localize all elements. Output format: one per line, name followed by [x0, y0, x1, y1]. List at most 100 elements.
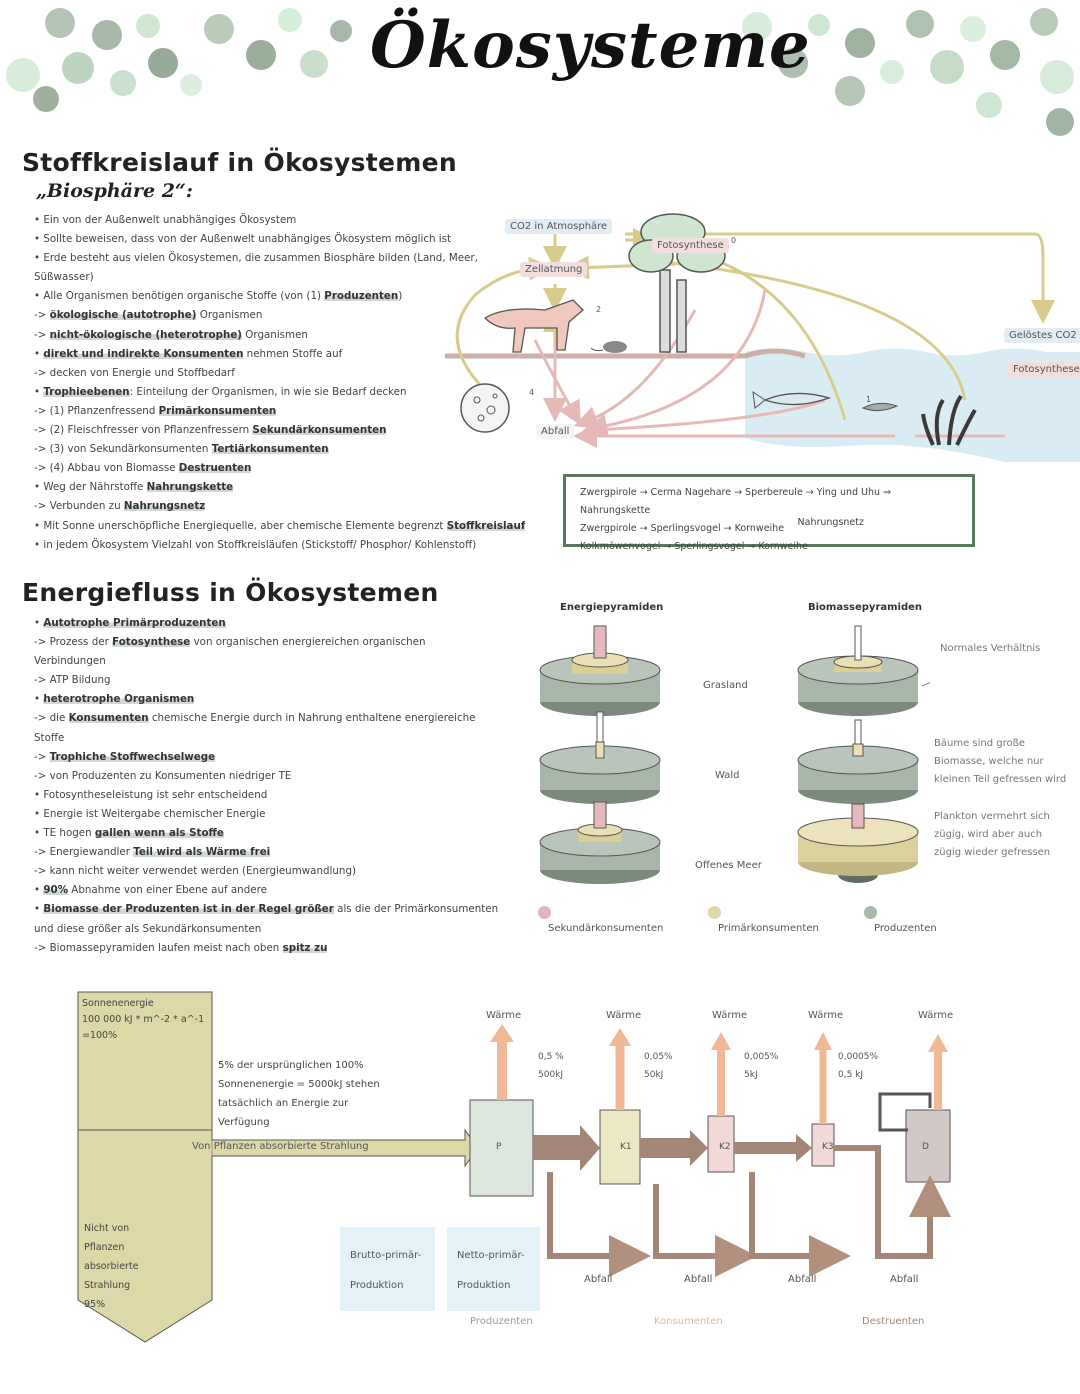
row-label-grasland: Grasland	[703, 680, 748, 691]
energiefluss-list-text: von organischen energiereichen organisch…	[190, 636, 426, 649]
energiefluss-list-text: -> Prozess der	[34, 636, 113, 649]
stoffkreislauf-list-highlight: Trophieebenen	[43, 385, 130, 398]
stoffkreislauf-list-item: -> ökologische (autotrophe) Organismen	[34, 306, 525, 325]
energiefluss-list-text: -> Biomassepyramiden laufen meist nach o…	[34, 941, 283, 954]
energiefluss-list-text: und diese größer als Sekundärkonsumenten	[34, 922, 262, 935]
fotosynthese-tag: Fotosynthese	[652, 238, 729, 253]
energiefluss-list-highlight: Teil wird als Wärme frei	[133, 846, 271, 859]
stoffkreislauf-list-text: -> (3) von Sekundärkonsumenten	[34, 443, 212, 456]
stoffkreislauf-list-item: -> (4) Abbau von Biomasse Destruenten	[34, 459, 525, 478]
stoffkreislauf-list-highlight: ökologische (autotrophe)	[49, 309, 197, 322]
co2-atmosphere-tag: CO2 in Atmosphäre	[505, 219, 613, 234]
brutto-primaer-box: Brutto-primär-Produktion	[340, 1227, 435, 1311]
stoffkreislauf-list-item: • Erde besteht aus vielen Ökosystemen, d…	[34, 249, 525, 268]
energy-percent: 0,5 % 500kJ	[538, 1052, 564, 1080]
energiefluss-list: • Autotrophe Primärproduzenten-> Prozess…	[34, 614, 498, 958]
energiefluss-list-item: -> von Produzenten zu Konsumenten niedri…	[34, 767, 498, 786]
fotosynthese-water-tag: Fotosynthese	[1008, 362, 1080, 377]
stoffkreislauf-list-text: ->	[34, 328, 50, 341]
cat-produzenten: Produzenten	[470, 1316, 533, 1327]
stoffkreislauf-list: • Ein von der Außenwelt unabhängiges Öko…	[34, 211, 526, 555]
abfall-label: Abfall	[788, 1274, 817, 1285]
energy-pyramid-meer	[539, 801, 661, 884]
stoffkreislauf-list-text: Organismen	[196, 309, 263, 322]
biomassepyramiden-title: Biomassepyramiden	[808, 602, 923, 613]
legend-produzenten: Produzenten	[874, 923, 937, 934]
biomass-pyramid-grasland	[797, 625, 919, 716]
legend-primaerkonsumenten: Primärkonsumenten	[718, 923, 819, 934]
abfall-tag: Abfall	[536, 424, 575, 439]
stoffkreislauf-list-item: • Trophieebenen: Einteilung der Organism…	[34, 383, 525, 402]
energy-percent: 0,005% 5kJ	[744, 1052, 779, 1080]
stoffkreislauf-list-item: -> nicht-ökologische (heterotrophe) Orga…	[34, 326, 525, 345]
mouse-illustration	[603, 341, 627, 353]
energiefluss-list-text: •	[34, 903, 44, 916]
energiefluss-list-item: • 90% Abnahme von einer Ebene auf andere	[34, 881, 498, 900]
stoffkreislauf-list-item: • Mit Sonne unerschöpfliche Energiequell…	[34, 517, 526, 536]
sun-energy-value: 100 000 kJ * m^-2 * a^-1	[82, 1014, 205, 1025]
stoffkreislauf-list-highlight: Stoffkreislauf	[446, 519, 526, 532]
energiefluss-list-highlight: gallen wenn als Stoffe	[94, 827, 224, 840]
energiefluss-list-item: • Fotosyntheseleistung ist sehr entschei…	[34, 786, 498, 805]
energiefluss-list-highlight: heterotrophe Organismen	[43, 693, 195, 706]
chain-line-1: Zwergpirole → Cerma Nagehare → Sperbereu…	[580, 487, 892, 516]
energiefluss-list-text: •	[34, 693, 44, 706]
energiefluss-list-highlight: Fotosynthese	[112, 636, 191, 649]
energiefluss-list-item: und diese größer als Sekundärkonsumenten	[34, 920, 498, 939]
energiefluss-list-highlight: spitz zu	[282, 941, 328, 954]
waerme-label: Wärme	[918, 1010, 954, 1021]
energiefluss-list-highlight: Trophiche Stoffwechselwege	[49, 750, 216, 763]
energiefluss-list-text: -> von Produzenten zu Konsumenten niedri…	[34, 769, 292, 782]
energy-percent: 0,0005% 0,5 kJ	[838, 1052, 879, 1080]
legend-dot-sekundaer	[538, 906, 551, 919]
netto-primaer-box: Netto-primär-Produktion	[447, 1227, 540, 1311]
stoffkreislauf-list-text: -> (4) Abbau von Biomasse	[34, 462, 179, 475]
cat-konsumenten: Konsumenten	[654, 1316, 723, 1327]
energiefluss-list-text: ->	[34, 750, 50, 763]
stoffkreislauf-list-item: -> (3) von Sekundärkonsumenten Tertiärko…	[34, 440, 525, 459]
energiefluss-list-item: -> Trophiche Stoffwechselwege	[34, 748, 498, 767]
energiefluss-list-text: chemische Energie durch in Nahrung entha…	[148, 712, 476, 725]
stoffkreislauf-list-highlight: Nahrungskette	[146, 481, 234, 494]
box-letter: K2	[719, 1142, 731, 1152]
not-absorbed-label: Nicht von Pflanzen absorbierte Strahlung…	[84, 1223, 139, 1310]
sun-energy-text: Sonnenenergie 100 000 kJ * m^-2 * a^-1 =…	[82, 996, 204, 1044]
stoffkreislauf-list-item: • in jedem Ökosystem Vielzahl von Stoffk…	[34, 536, 525, 555]
stoffkreislauf-list-item: • Ein von der Außenwelt unabhängiges Öko…	[34, 211, 525, 230]
stoffkreislauf-list-text: • Mit Sonne unerschöpfliche Energiequell…	[34, 519, 447, 532]
sun-energy-label: Sonnenenergie	[82, 998, 154, 1009]
energiefluss-list-highlight: Konsumenten	[68, 712, 149, 725]
energiefluss-list-text: als die der Primärkonsumenten	[333, 903, 499, 916]
destruenten-circle	[460, 383, 510, 433]
energiefluss-list-text: Abnahme von einer Ebene auf andere	[68, 884, 267, 897]
stoffkreislauf-list-text: •	[34, 385, 44, 398]
box-produzent	[469, 1099, 534, 1197]
legend-sekundaerkonsumenten: Sekundärkonsumenten	[548, 923, 664, 934]
nahrungsnetz-label: Nahrungsnetz	[797, 517, 864, 528]
section-heading-energiefluss: Energiefluss in Ökosystemen	[22, 578, 439, 607]
energiefluss-list-item: -> die Konsumenten chemische Energie dur…	[34, 709, 498, 728]
sun-energy-percent: =100%	[82, 1030, 118, 1041]
biomass-pyramid-wald	[797, 719, 919, 804]
waerme-label: Wärme	[486, 1010, 522, 1021]
biosphaere-subheading: „Biosphäre 2“:	[36, 180, 193, 202]
energiefluss-list-text: Verbindungen	[34, 655, 106, 668]
stoffkreislauf-list-text: )	[398, 290, 403, 303]
abfall-label: Abfall	[890, 1274, 919, 1285]
biomass-pyramid-meer	[797, 803, 919, 883]
box-letter: K1	[620, 1142, 632, 1152]
energy-percent: 0,05% 50kJ	[644, 1052, 673, 1080]
box-k2	[707, 1115, 735, 1173]
trophic-number-4: 4	[529, 388, 535, 397]
section-heading-stoffkreislauf: Stoffkreislauf in Ökosystemen	[22, 148, 457, 177]
tree-trunk	[659, 269, 671, 353]
energiepyramiden-title: Energiepyramiden	[560, 602, 664, 613]
stoffkreislauf-list-text: • Sollte beweisen, dass von der Außenwel…	[34, 233, 452, 246]
stoffkreislauf-list-text: • in jedem Ökosystem Vielzahl von Stoffk…	[34, 538, 477, 551]
stoffkreislauf-list-highlight: Nahrungsnetz	[123, 500, 206, 513]
absorbed-radiation-label: Von Pflanzen absorbierte Strahlung	[192, 1141, 369, 1152]
energiefluss-list-text: • Fotosyntheseleistung ist sehr entschei…	[34, 788, 268, 801]
energiefluss-list-text: -> die	[34, 712, 69, 725]
stoffkreislauf-list-text: • Alle Organismen benötigen organische S…	[34, 290, 325, 303]
box-destruenten	[905, 1109, 951, 1183]
